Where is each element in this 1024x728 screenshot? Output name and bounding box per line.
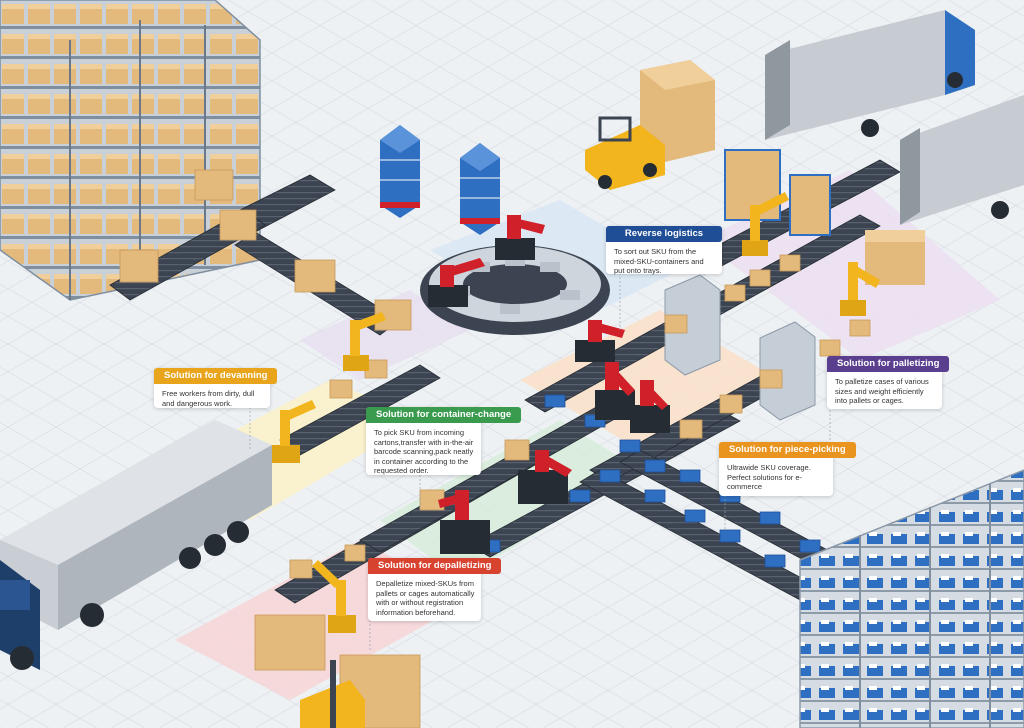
truck-bottom-left <box>0 420 272 670</box>
callout-depalletizing: Solution for depalletizing Depalletize m… <box>368 558 502 621</box>
storage-rack-totes <box>799 469 1024 728</box>
callout-piece-picking: Solution for piece-picking Ultrawide SKU… <box>719 442 856 496</box>
callout-title: Solution for palletizing <box>827 356 950 372</box>
tote-tower-2 <box>460 143 500 235</box>
callout-leader-lines <box>249 265 831 650</box>
robot-devanning <box>272 400 316 463</box>
robot-palletizing-1 <box>742 192 789 256</box>
robot-piece-picking-1 <box>575 320 625 362</box>
robot-reverse-2 <box>495 215 545 260</box>
callout-palletizing: Solution for palletizing To palletize ca… <box>827 356 950 409</box>
robot-container-change-2 <box>438 490 490 554</box>
robot-piece-picking-3 <box>630 380 670 433</box>
robot-palletizing-2 <box>840 262 880 316</box>
robot-piece-picking-2 <box>595 362 635 420</box>
robot-reverse-1 <box>428 258 485 307</box>
forklift-top <box>585 60 715 190</box>
robot-container-change-1 <box>518 450 572 504</box>
callout-description: To sort out SKU from the mixed-SKU-conta… <box>614 247 704 276</box>
tote-tower-1 <box>380 125 420 218</box>
callout-description: Depalletize mixed-SKUs from pallets or c… <box>376 579 475 617</box>
callout-description: To pick SKU from incoming cartons,transf… <box>374 428 474 476</box>
callout-title: Solution for piece-picking <box>719 442 856 458</box>
robot-depalletizing <box>312 560 356 633</box>
callout-devanning: Solution for devanning Free workers from… <box>154 368 278 408</box>
forklift-bottom <box>300 660 365 728</box>
callout-description: To palletize cases of various sizes and … <box>835 377 929 406</box>
callout-title: Reverse logistics <box>606 226 722 242</box>
callout-description: Free workers from dirty, dull and danger… <box>162 389 255 408</box>
truck-top-1 <box>765 10 975 140</box>
zone-upper-left <box>300 290 470 380</box>
truck-top-2 <box>900 95 1024 225</box>
callout-title: Solution for devanning <box>154 368 278 384</box>
robot-upper-left <box>343 312 386 371</box>
scanner-gates <box>664 274 816 421</box>
callout-title: Solution for depalletizing <box>368 558 502 574</box>
boxes-on-conveyors <box>119 169 871 728</box>
callout-reverse-logistics: Reverse logistics To sort out SKU from t… <box>606 226 722 276</box>
callout-description: Ultrawide SKU coverage. Perfect solution… <box>727 463 811 492</box>
callout-container-change: Solution for container-change To pick SK… <box>366 407 522 476</box>
callout-title: Solution for container-change <box>366 407 522 423</box>
